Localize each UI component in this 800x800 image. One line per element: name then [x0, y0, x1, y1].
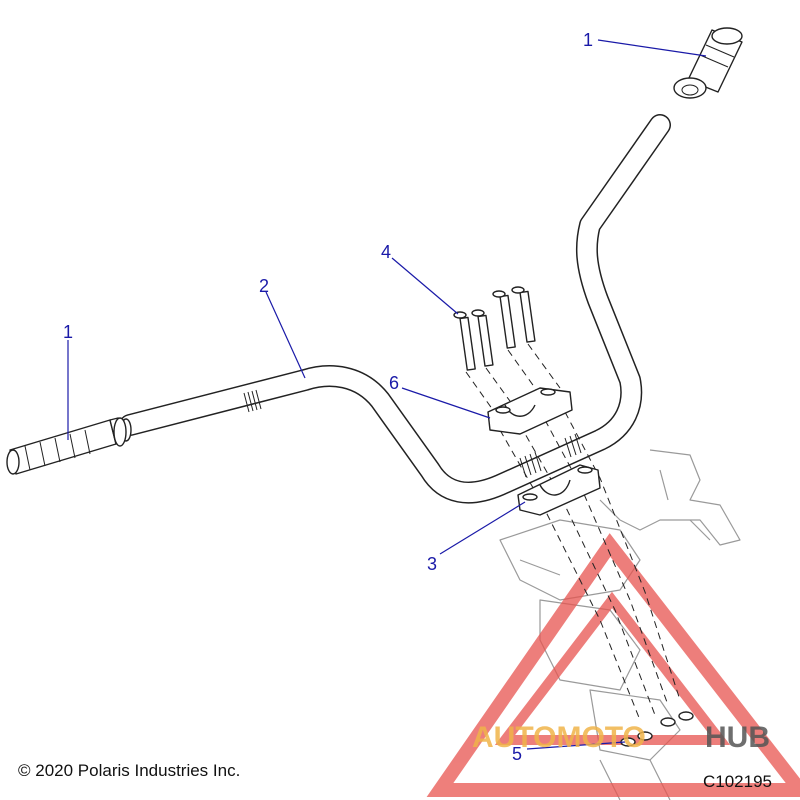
callout-bolts: 4	[381, 242, 391, 262]
bolt-3	[492, 290, 516, 349]
figure-id: C102195	[703, 772, 772, 791]
callout-lower-clamp: 3	[427, 554, 437, 574]
callout-grip-right: 1	[583, 30, 593, 50]
handlebar	[119, 114, 671, 504]
callout-grip-left: 1	[63, 322, 73, 342]
assembly-lines	[465, 343, 681, 721]
copyright-text: © 2020 Polaris Industries Inc.	[18, 761, 240, 780]
right-grip	[673, 27, 743, 99]
lower-clamp	[517, 464, 601, 516]
callout-upper-clamp: 6	[389, 373, 399, 393]
watermark-logo	[426, 533, 800, 797]
bolt-1	[453, 311, 476, 371]
callout-fasteners: 5	[512, 744, 522, 764]
watermark-wordmark: AUTOMOTO HUB	[472, 721, 770, 754]
fasteners	[620, 711, 694, 747]
knurl-marks	[243, 389, 582, 478]
leader-lines	[67, 39, 707, 750]
callout-handlebar: 2	[259, 276, 269, 296]
left-grip	[6, 417, 127, 475]
svg-text:HUB: HUB	[705, 721, 770, 754]
bolt-4	[511, 286, 536, 343]
svg-text:AUTOMOTO: AUTOMOTO	[472, 721, 646, 754]
clamp-bolts	[453, 286, 536, 371]
upper-clamp	[487, 387, 573, 435]
bolt-2	[471, 309, 494, 367]
